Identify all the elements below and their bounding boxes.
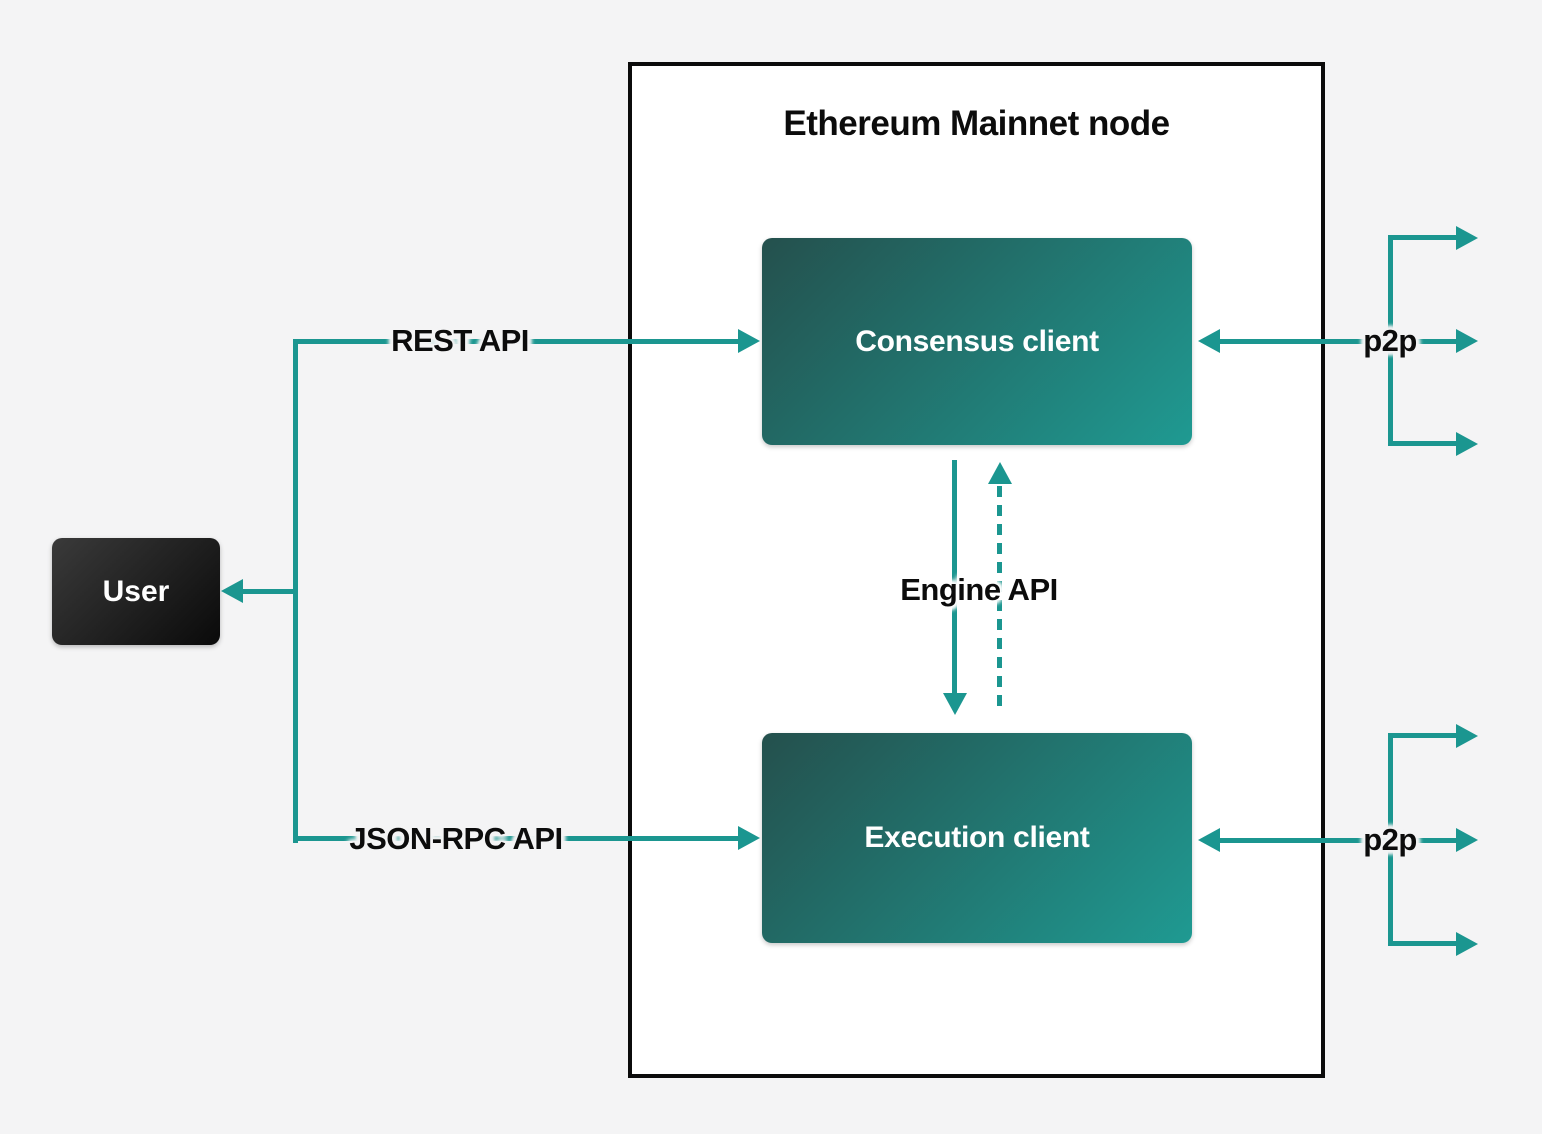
line-segment — [240, 589, 298, 594]
line-segment — [1388, 235, 1393, 445]
line-segment — [1388, 235, 1456, 240]
user-arrowhead-icon — [221, 579, 243, 603]
execution-client-label: Execution client — [864, 821, 1090, 854]
execution-client-box: Execution client — [762, 733, 1192, 943]
p2p-out-arrowhead-icon — [1456, 828, 1478, 852]
p2p-out-arrowhead-icon — [1456, 329, 1478, 353]
engine-api-up-arrowhead-icon — [988, 462, 1012, 484]
line-segment — [1388, 441, 1456, 446]
line-segment — [293, 836, 738, 841]
p2p-consensus-arrowhead-icon — [1198, 329, 1220, 353]
p2p-consensus-label: p2p — [1363, 323, 1417, 358]
user-label: User — [102, 574, 170, 608]
p2p-out-arrowhead-icon — [1456, 724, 1478, 748]
line-segment — [1220, 339, 1456, 344]
p2p-out-arrowhead-icon — [1456, 432, 1478, 456]
line-segment — [293, 339, 738, 344]
line-segment — [1388, 733, 1393, 945]
line-segment — [1220, 838, 1456, 843]
node-title: Ethereum Mainnet node — [783, 104, 1170, 143]
p2p-out-arrowhead-icon — [1456, 932, 1478, 956]
user-box: User — [52, 538, 220, 645]
json-rpc-arrowhead-icon — [738, 826, 760, 850]
p2p-execution-arrowhead-icon — [1198, 828, 1220, 852]
p2p-out-arrowhead-icon — [1456, 226, 1478, 250]
line-segment — [1388, 733, 1456, 738]
engine-api-down-arrowhead-icon — [943, 693, 967, 715]
engine-api-label: Engine API — [900, 572, 1058, 607]
p2p-execution-label: p2p — [1363, 822, 1417, 857]
json-rpc-api-label: JSON-RPC API — [349, 821, 563, 856]
consensus-client-label: Consensus client — [855, 324, 1099, 358]
line-segment — [1388, 941, 1456, 946]
line-segment — [952, 460, 957, 695]
rest-api-label: REST API — [391, 323, 529, 358]
consensus-client-box: Consensus client — [762, 238, 1192, 445]
dotted-line-segment — [997, 486, 1002, 713]
rest-api-arrowhead-icon — [738, 329, 760, 353]
